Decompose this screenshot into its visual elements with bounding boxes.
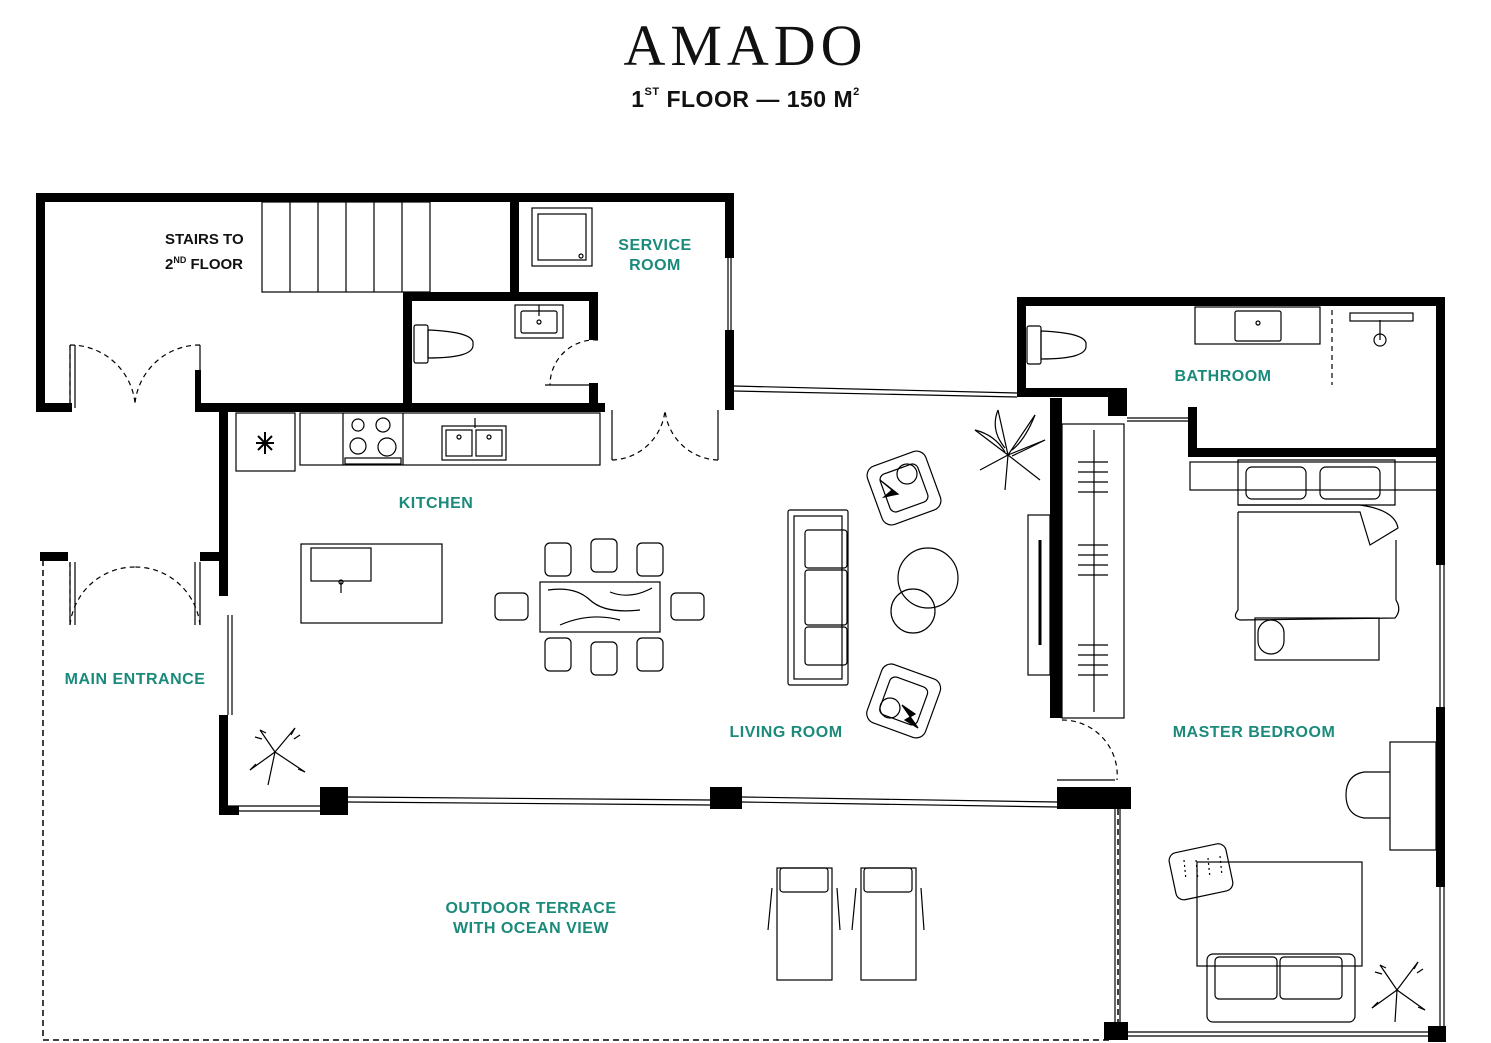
walls bbox=[36, 193, 1446, 1042]
stairs-label-line2: 2ND FLOOR bbox=[165, 250, 244, 275]
area-exponent: 2 bbox=[853, 86, 860, 98]
bedroom-desk bbox=[1345, 741, 1437, 851]
terrace-label-line1: OUTDOOR TERRACE bbox=[445, 900, 617, 917]
living-room-label: LIVING ROOM bbox=[729, 724, 843, 741]
kitchen-island bbox=[300, 543, 443, 624]
armchairs bbox=[866, 450, 942, 739]
powder-toilet bbox=[413, 304, 564, 364]
bedroom-lounge bbox=[1168, 843, 1363, 1023]
service-sink bbox=[531, 207, 593, 267]
plant-living bbox=[974, 409, 1046, 491]
floor-number: 1 bbox=[631, 86, 645, 112]
kitchen-label: KITCHEN bbox=[398, 495, 474, 512]
stairs-label: STAIRS TO 2ND FLOOR bbox=[165, 230, 244, 275]
dining-chairs bbox=[494, 538, 705, 676]
living-sofa bbox=[787, 509, 849, 686]
service-room-label: SERVICE ROOM bbox=[600, 236, 710, 276]
windows bbox=[227, 195, 1445, 1037]
terrace-label: OUTDOOR TERRACE WITH OCEAN VIEW bbox=[421, 899, 641, 939]
main-entrance-label: MAIN ENTRANCE bbox=[64, 671, 206, 688]
floor-subtitle: 1ST FLOOR — 150 M2 bbox=[0, 86, 1491, 113]
doors bbox=[69, 310, 1333, 781]
dining-table bbox=[494, 538, 705, 676]
terrace-loungers bbox=[767, 867, 925, 981]
plant-bedroom bbox=[1371, 961, 1426, 1023]
plant-kitchen bbox=[249, 727, 306, 786]
service-label-line2: ROOM bbox=[629, 257, 681, 274]
service-label-line1: SERVICE bbox=[618, 237, 692, 254]
terrace-boundary bbox=[42, 560, 1119, 1041]
tv-console bbox=[1027, 514, 1051, 676]
brand-title: AMADO bbox=[623, 13, 868, 78]
wardrobe bbox=[1061, 423, 1125, 719]
terrace-label-line2: WITH OCEAN VIEW bbox=[453, 920, 609, 937]
master-bedroom-label: MASTER BEDROOM bbox=[1172, 724, 1336, 741]
kitchen-counter bbox=[235, 412, 601, 472]
master-bed bbox=[1189, 459, 1439, 661]
stairs bbox=[261, 201, 431, 293]
floor-area-text: FLOOR — 150 M bbox=[659, 86, 854, 112]
bathroom-label: BATHROOM bbox=[1174, 368, 1272, 385]
floor-ordinal: ST bbox=[644, 86, 660, 98]
stairs-floor-number: 2 bbox=[165, 256, 174, 273]
stairs-label-line1: STAIRS TO bbox=[165, 231, 244, 248]
master-bath-fixtures bbox=[1026, 306, 1414, 365]
coffee-tables bbox=[890, 547, 959, 634]
stairs-floor-ordinal: ND bbox=[173, 255, 187, 265]
stairs-floor-word: FLOOR bbox=[186, 256, 244, 273]
